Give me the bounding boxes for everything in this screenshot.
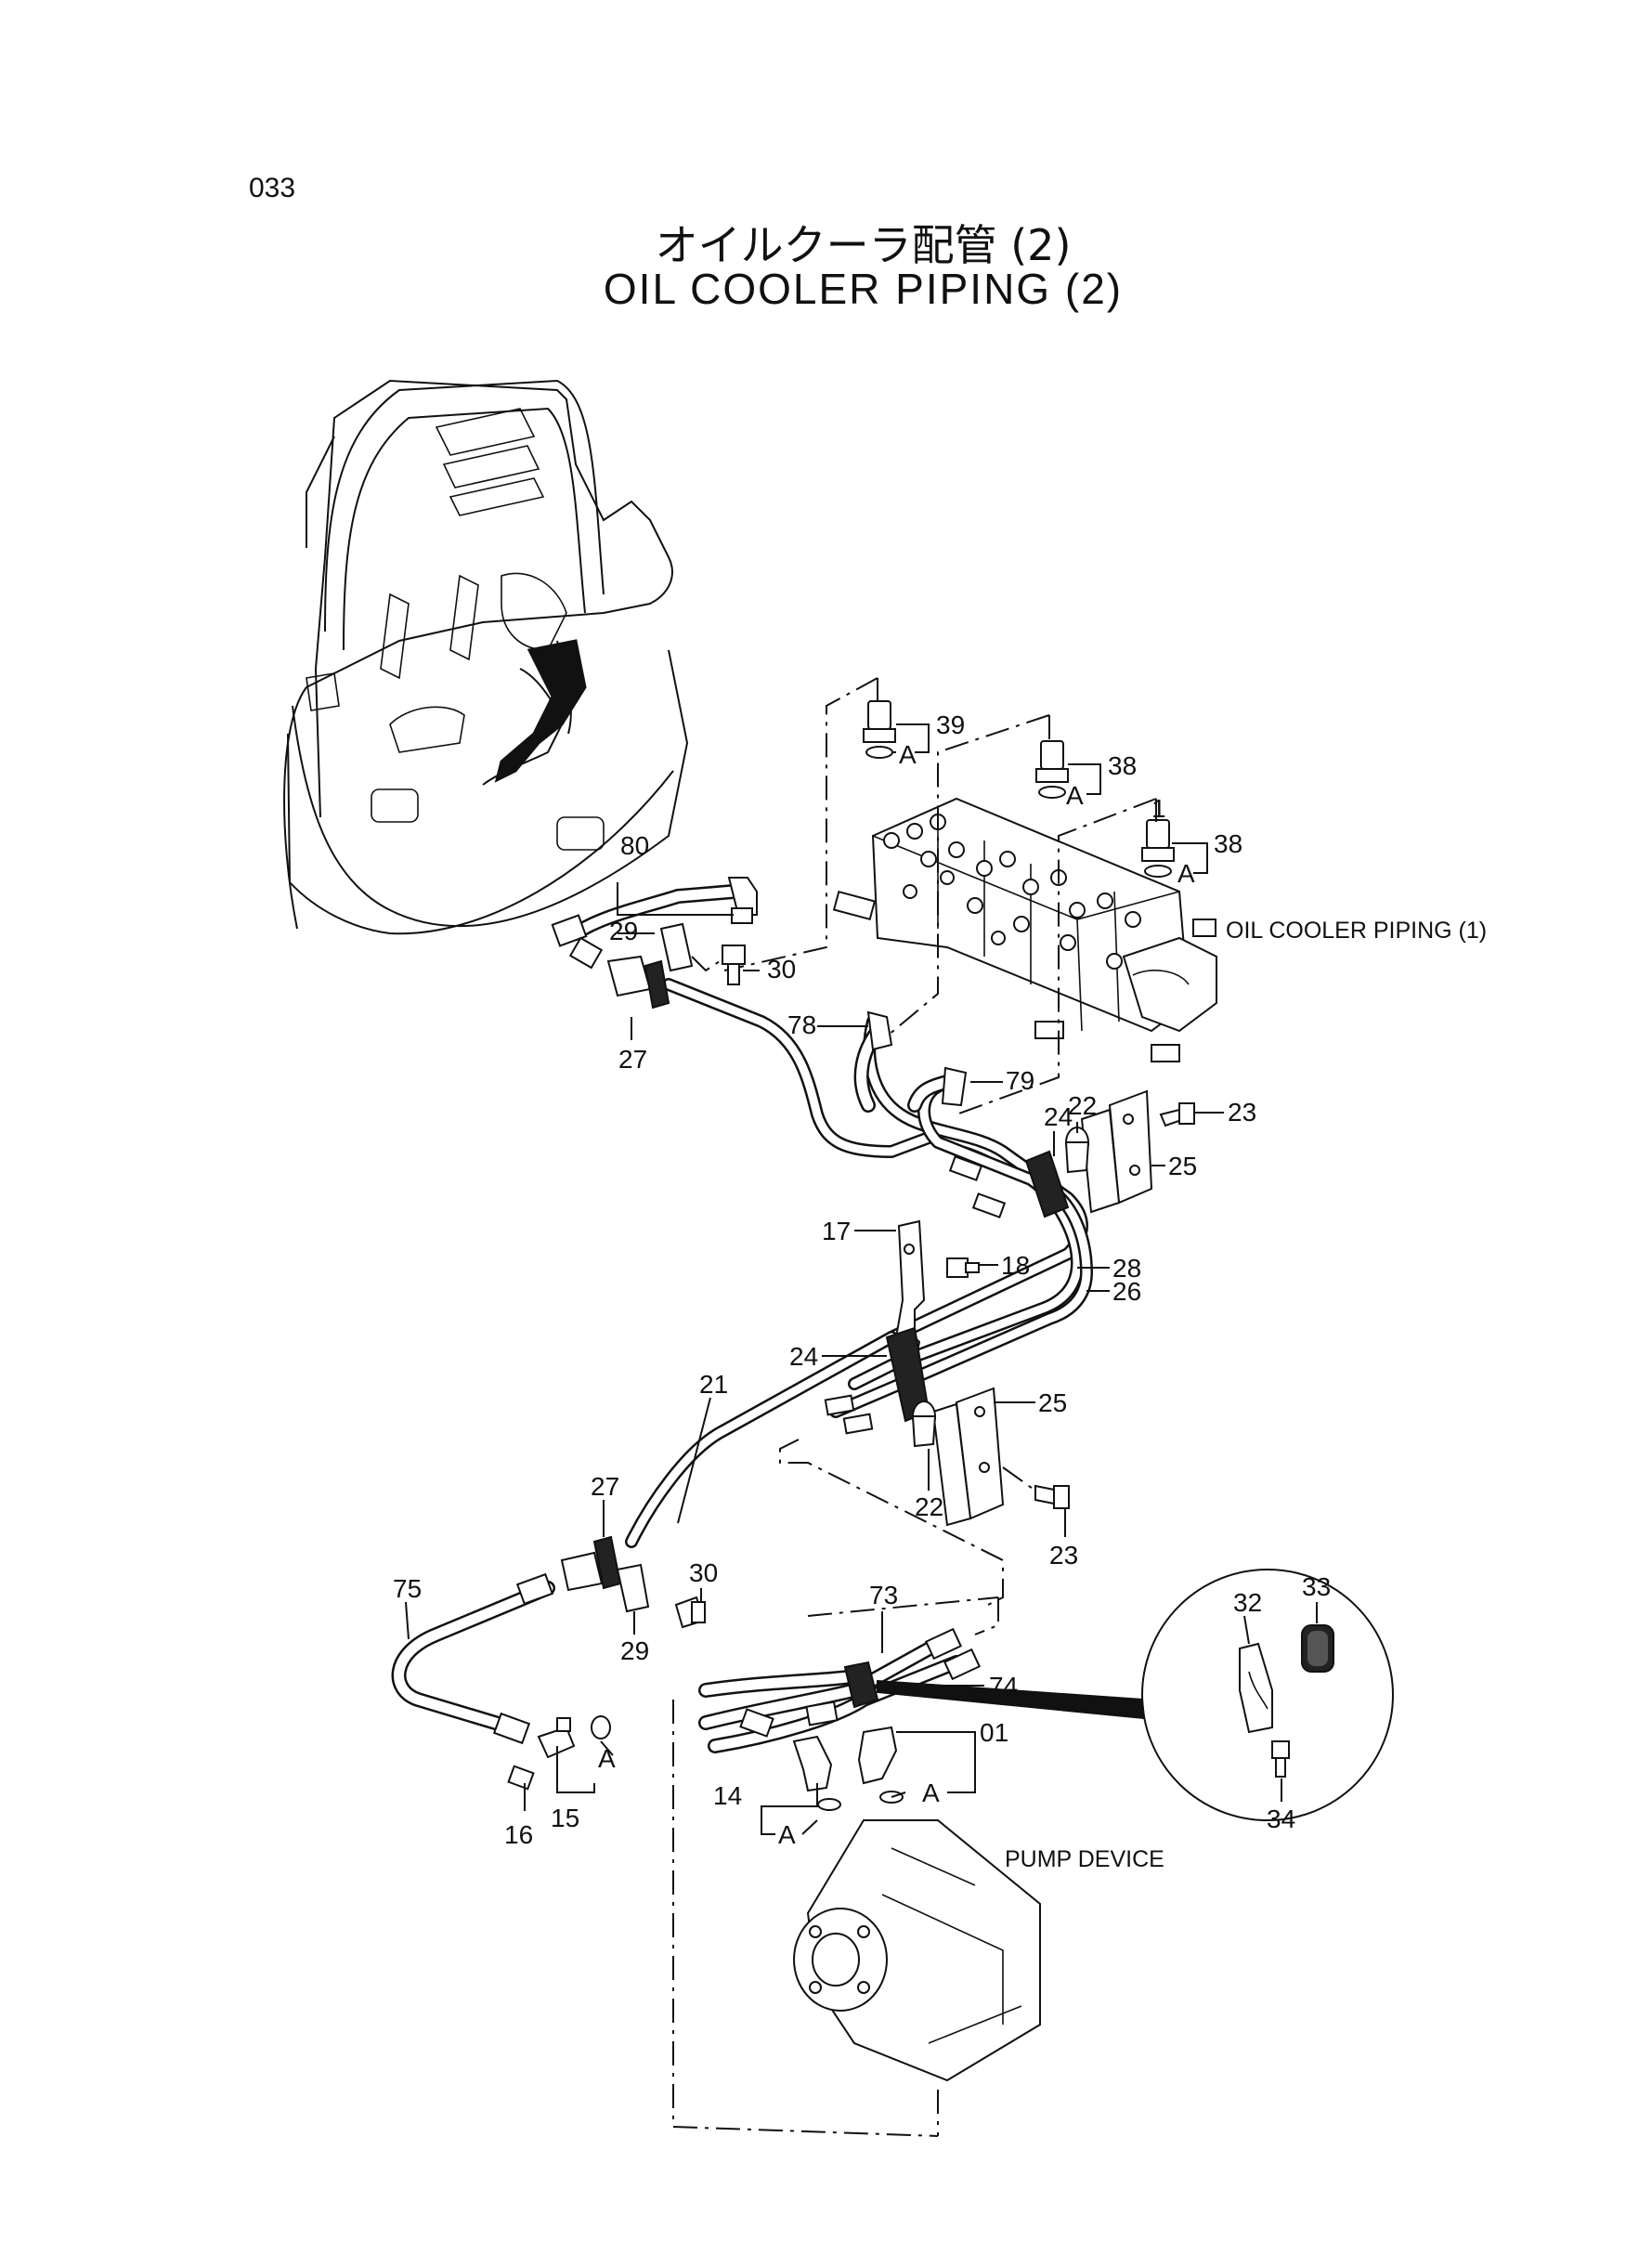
callout-29-upper: 29	[609, 917, 638, 945]
callout-17: 17	[822, 1217, 851, 1245]
callout-78: 78	[787, 1010, 816, 1039]
fitting-39	[863, 700, 896, 759]
callout-22-upper: 22	[1068, 1091, 1097, 1120]
callout-32: 32	[1233, 1588, 1262, 1617]
callout-18: 18	[1001, 1251, 1030, 1280]
ref-oil-cooler-piping-1: OIL COOLER PIPING (1)	[1226, 918, 1487, 944]
callout-75: 75	[393, 1574, 422, 1603]
callout-a-1: A	[899, 740, 917, 769]
callout-23-lower: 23	[1049, 1541, 1078, 1570]
callout-39: 39	[936, 710, 965, 739]
callout-14: 14	[713, 1781, 742, 1810]
leader-lines	[405, 723, 1318, 1835]
callout-1: 1	[1151, 794, 1166, 823]
detail-inset	[877, 1569, 1394, 1821]
callout-34: 34	[1267, 1804, 1295, 1833]
callout-23-upper: 23	[1228, 1098, 1256, 1127]
title-english: OIL COOLER PIPING (2)	[603, 265, 1124, 313]
callout-22-lower: 22	[915, 1492, 943, 1521]
callout-79: 79	[1006, 1066, 1034, 1095]
pipe-bundle	[625, 978, 1093, 1548]
callout-25-lower: 25	[1038, 1388, 1067, 1417]
callout-38-right: 38	[1214, 829, 1242, 858]
callout-a-5: A	[778, 1820, 796, 1849]
callout-80: 80	[620, 831, 649, 860]
callout-01: 01	[980, 1718, 1008, 1747]
callout-16: 16	[504, 1820, 533, 1849]
ref-pump-device: PUMP DEVICE	[1005, 1846, 1164, 1872]
callout-25-upper: 25	[1168, 1152, 1197, 1180]
pump-hoses	[698, 1627, 982, 1753]
callout-73: 73	[869, 1581, 898, 1609]
callout-a-4: A	[922, 1778, 940, 1807]
callout-30-upper: 30	[767, 955, 796, 984]
callout-a-6: A	[598, 1744, 616, 1773]
control-valve-assembly	[832, 797, 1217, 1062]
pump-device	[793, 1819, 1041, 2082]
callout-30-lower: 30	[689, 1558, 718, 1587]
page-number: 033	[249, 173, 296, 203]
callout-27-lower: 27	[591, 1472, 619, 1501]
callout-74: 74	[989, 1672, 1018, 1700]
callout-38-upper: 38	[1108, 751, 1137, 780]
callout-21: 21	[699, 1370, 728, 1399]
callout-27-upper: 27	[618, 1045, 647, 1074]
fitting-38-right	[1141, 819, 1175, 878]
callout-29-lower: 29	[620, 1636, 649, 1665]
callout-26: 26	[1112, 1277, 1141, 1306]
callout-15: 15	[551, 1804, 579, 1832]
callout-a-3: A	[1177, 859, 1195, 888]
callout-33: 33	[1302, 1572, 1331, 1601]
callout-a-2: A	[1066, 781, 1084, 810]
callout-24-lower: 24	[789, 1342, 818, 1371]
callout-28: 28	[1112, 1254, 1141, 1283]
fitting-38-upper	[1035, 740, 1069, 799]
title-japanese: オイルクーラ配管 (2)	[655, 220, 1072, 270]
excavator-illustration	[283, 379, 689, 935]
callout-24-upper: 24	[1044, 1102, 1073, 1131]
